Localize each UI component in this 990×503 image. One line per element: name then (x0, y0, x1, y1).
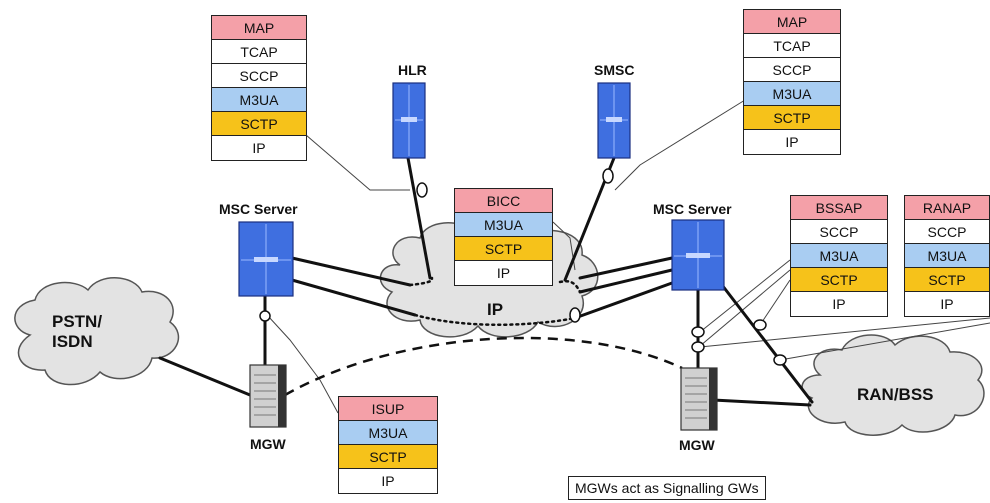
msc-ran-link (720, 283, 814, 404)
smsc-label: SMSC (594, 62, 635, 78)
ring-msc-mgw-left (259, 310, 271, 322)
bssap-callout-1 (699, 259, 791, 333)
pstn-isdn-cloud (14, 277, 180, 386)
ip-internal-paths (408, 276, 582, 327)
pstn-mgw-link (158, 356, 252, 397)
stack-layer: TCAP (212, 40, 306, 64)
mgw-right-label: MGW (679, 437, 715, 453)
dotted-path-3 (558, 280, 582, 294)
stack-layer: SCTP (212, 112, 306, 136)
stack-layer: IP (496, 265, 511, 281)
ring-mgw-ran (773, 354, 787, 366)
ring-hlr (416, 182, 428, 198)
stack-layer: TCAP (744, 34, 840, 58)
mgw-bearer-link (284, 336, 683, 397)
stack-layer: SCTP (791, 268, 887, 292)
dotted-path-1 (408, 276, 434, 287)
msc-server-left-label: MSC Server (219, 201, 298, 217)
stack-layer: M3UA (455, 213, 552, 237)
mgw-ran-link (711, 398, 812, 407)
dotted-path-2 (413, 313, 577, 327)
ranap-protocol-stack: RANAP SCCP M3UA SCTP IP (904, 195, 990, 317)
msc-right-ip-link-1 (578, 256, 674, 280)
msc-server-right-label: MSC Server (653, 201, 732, 217)
ranap-callout-2 (779, 322, 990, 361)
stack-layer: SCCP (744, 58, 840, 82)
msc-right-ip-link-2 (578, 268, 674, 294)
msc-server-left-icon (238, 221, 294, 297)
bssap-callout-3 (759, 279, 791, 326)
hlr-protocol-stack: MAP TCAP SCCP M3UA SCTP IP (211, 15, 307, 161)
stack-layer: BSSAP (791, 196, 887, 220)
stack-layer: M3UA (744, 82, 840, 106)
hlr-ip-link (406, 156, 432, 280)
stack-layer: IP (252, 140, 266, 156)
stack-layer: SCTP (744, 106, 840, 130)
stack-layer: IP (381, 473, 395, 489)
msc-left-ip-link-1 (290, 256, 412, 287)
hlr-stack-callout (305, 134, 410, 191)
mgw-right-icon (680, 367, 718, 431)
ring-smsc (602, 168, 614, 184)
stack-layer: M3UA (791, 244, 887, 268)
stack-layer: BICC (455, 189, 552, 213)
signalling-gw-note: MGWs act as Signalling GWs (568, 476, 766, 500)
ran-bss-cloud (801, 334, 985, 436)
stack-layer: SCTP (339, 445, 437, 469)
msc-left-ip-link-2 (290, 278, 417, 317)
ring-ip-right (569, 307, 581, 323)
stack-layer: M3UA (905, 244, 989, 268)
msc-right-ip-link-3 (573, 281, 674, 320)
smsc-protocol-stack: MAP TCAP SCCP M3UA SCTP IP (743, 9, 841, 155)
stack-layer: SCCP (212, 64, 306, 88)
ip-cloud-label: IP (487, 300, 504, 319)
stack-layer: M3UA (339, 421, 437, 445)
ran-bss-label: RAN/BSS (857, 385, 934, 404)
stack-layer: SCTP (905, 268, 989, 292)
association-rings (259, 168, 787, 366)
smsc-server-icon (597, 82, 631, 159)
stack-layer: IP (832, 296, 846, 312)
stack-layer: SCCP (905, 220, 989, 244)
bicc-protocol-stack: BICC M3UA SCTP IP (454, 188, 553, 286)
callout-lines (267, 99, 990, 414)
stack-layer: M3UA (212, 88, 306, 112)
hlr-server-icon (392, 82, 426, 159)
isup-stack-callout (267, 315, 339, 414)
stack-layer: ISUP (339, 397, 437, 421)
msc-server-right-icon (671, 219, 725, 291)
hlr-label: HLR (398, 62, 427, 78)
ranap-callout-1 (699, 317, 990, 348)
stack-layer: RANAP (905, 196, 989, 220)
stack-layer: MAP (212, 16, 306, 40)
mgw-left-label: MGW (250, 436, 286, 452)
mgw-left-icon (249, 364, 287, 428)
stack-layer: SCCP (791, 220, 887, 244)
isup-protocol-stack: ISUP M3UA SCTP IP (338, 396, 438, 494)
stack-layer: SCTP (455, 237, 552, 261)
stack-layer: MAP (744, 10, 840, 34)
stack-layer: IP (940, 296, 954, 312)
stack-layer: IP (785, 134, 799, 150)
ring-msc-ran (753, 319, 767, 331)
bssap-protocol-stack: BSSAP SCCP M3UA SCTP IP (790, 195, 888, 317)
smsc-stack-callout (614, 99, 746, 191)
pstn-isdn-label: PSTN/ ISDN (52, 312, 103, 351)
ring-mgw-right-1 (691, 326, 705, 338)
ring-mgw-right-2 (691, 341, 705, 353)
bssap-callout-2 (699, 269, 791, 347)
